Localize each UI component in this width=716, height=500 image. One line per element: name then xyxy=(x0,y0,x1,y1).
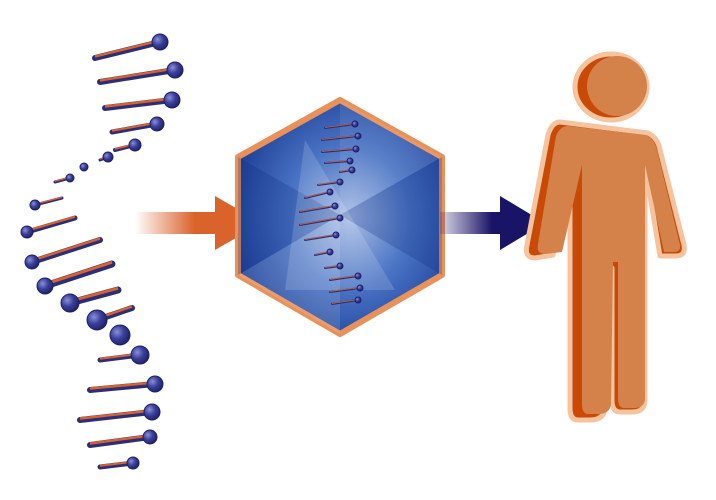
dna-helix xyxy=(20,33,184,470)
human-figure xyxy=(523,51,687,423)
dna-base-pair xyxy=(53,173,75,184)
dna-base-pair xyxy=(109,324,131,346)
dna-base-pair xyxy=(324,157,354,165)
dna-base-pair xyxy=(329,284,364,293)
dna-base-pair xyxy=(299,214,344,226)
dna-base-pair xyxy=(109,116,165,135)
viral-vector-hexagon xyxy=(235,97,445,337)
dna-base-pair xyxy=(339,166,356,174)
dna-base-pair xyxy=(98,151,114,163)
dna-base-pair xyxy=(97,61,184,85)
dna-base-pair xyxy=(20,215,78,239)
dna-strand-inside-vector-icon xyxy=(299,120,364,305)
dna-base-pair xyxy=(331,296,362,305)
dna-base-pair xyxy=(29,196,64,211)
dna-base-pair xyxy=(314,248,334,256)
dna-base-pair xyxy=(77,403,161,423)
dna-base-pair xyxy=(60,286,122,313)
dna-base-pair xyxy=(324,120,359,129)
dna-base-pair xyxy=(299,202,339,213)
dna-base-pair xyxy=(113,138,142,152)
dna-base-pair xyxy=(97,456,140,470)
dna-base-pair xyxy=(24,237,103,270)
dna-base-pair xyxy=(92,33,169,61)
dna-base-pair xyxy=(97,345,150,365)
dna-base-pair xyxy=(321,132,362,141)
dna-base-pair xyxy=(324,262,344,270)
dna-base-pair xyxy=(86,305,135,331)
arrow-out xyxy=(440,196,545,250)
dna-base-pair xyxy=(79,162,89,172)
dna-base-pair xyxy=(87,375,164,393)
dna-base-pair xyxy=(304,231,340,241)
dna-base-pair xyxy=(87,429,158,448)
dna-base-pair xyxy=(321,145,360,153)
dna-base-pair xyxy=(317,178,344,186)
dna-base-pair xyxy=(329,272,362,281)
dna-base-pair xyxy=(102,91,181,111)
dna-base-pair xyxy=(36,260,116,295)
dna-base-pair xyxy=(304,188,334,199)
